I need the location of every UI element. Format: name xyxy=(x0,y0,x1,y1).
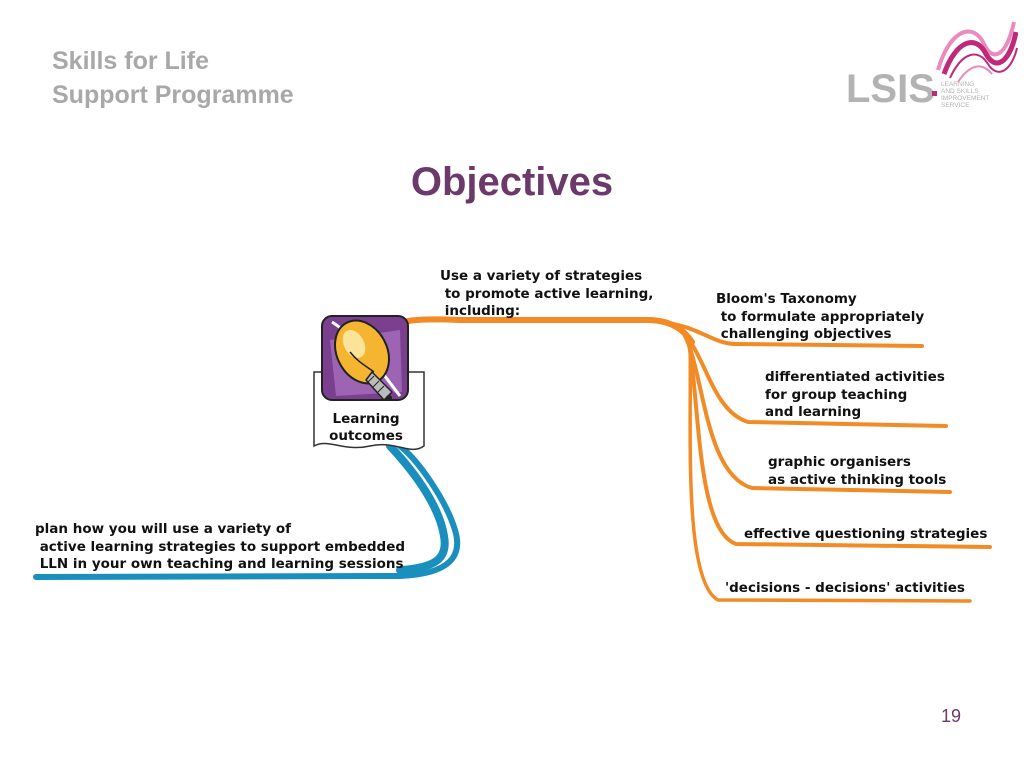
center-node xyxy=(313,315,425,451)
center-label: Learning outcomes xyxy=(329,411,403,444)
branch-decisions xyxy=(688,338,972,603)
logo-tagline-2: AND SKILLS xyxy=(941,88,979,95)
orange-main-branch xyxy=(385,316,695,345)
lsis-logo-graphic: LSIS LEARNING AND SKILLS IMPROVEMENT SER… xyxy=(846,21,1019,111)
blue-branch-thick xyxy=(386,442,449,574)
lsis-logo: LSIS LEARNING AND SKILLS IMPROVEMENT SER… xyxy=(846,18,1019,118)
blue-branch-outer xyxy=(33,443,461,580)
logo-dot xyxy=(932,91,937,96)
differentiated-activities-label: differentiated activities for group teac… xyxy=(765,369,945,420)
logo-tagline-1: LEARNING xyxy=(941,81,974,88)
lightbulb-icon xyxy=(321,315,409,402)
programme-title-line-1: Skills for Life xyxy=(52,47,209,75)
blue-branch-label: plan how you will use a variety of activ… xyxy=(35,521,406,572)
branch-questioning xyxy=(686,336,992,549)
branch-blooms xyxy=(658,320,924,348)
decisions-activities-label: 'decisions - decisions' activities xyxy=(725,580,965,596)
questioning-strategies-label: effective questioning strategies xyxy=(744,526,988,542)
page-number: 19 xyxy=(941,706,962,726)
logo-tagline-4: SERVICE xyxy=(941,102,970,109)
orange-branch-label: Use a variety of strategies to promote a… xyxy=(440,268,654,319)
programme-title-line-2: Support Programme xyxy=(52,81,294,109)
blooms-taxonomy-label: Bloom's Taxonomy to formulate appropriat… xyxy=(716,291,925,342)
logo-wordmark: LSIS xyxy=(846,67,935,111)
graphic-organisers-label: graphic organisers as active thinking to… xyxy=(768,454,947,488)
logo-tagline-3: IMPROVEMENT xyxy=(941,95,989,102)
slide-title: Objectives xyxy=(410,160,614,204)
